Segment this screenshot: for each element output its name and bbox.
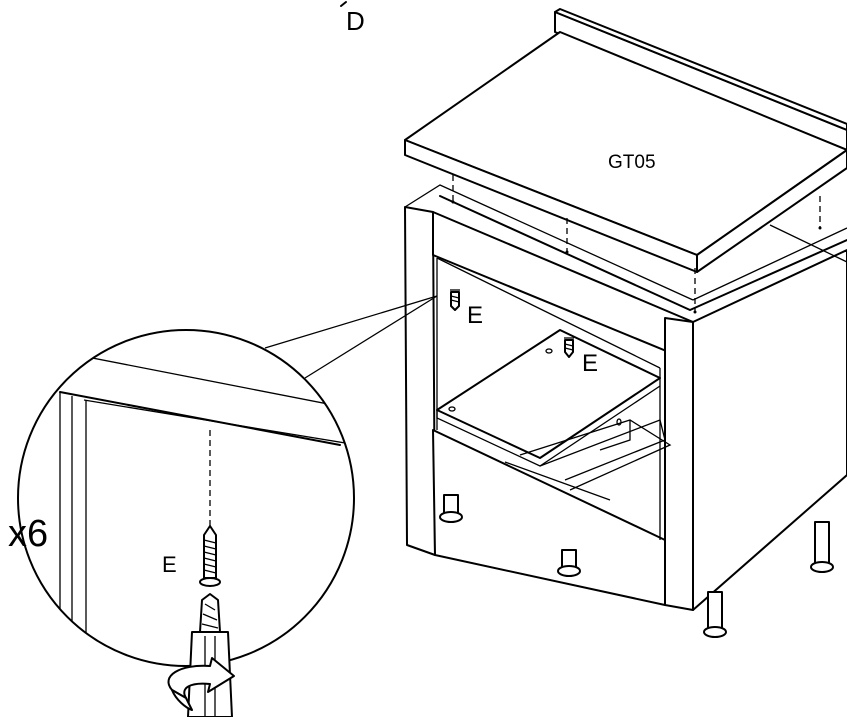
cabinet-body (404, 184, 847, 611)
screw-icon (450, 289, 460, 311)
cabinet-legs (439, 494, 834, 638)
part-d-label: D (346, 6, 365, 36)
right-front-panel (664, 317, 694, 611)
rotate-arrow-icon (167, 657, 235, 711)
detail-circle: E (17, 329, 355, 667)
leg-front-left (439, 494, 463, 523)
leg-front-right (703, 591, 727, 638)
callout-lines (264, 295, 438, 379)
right-side-panel (692, 249, 847, 611)
screw-icon (199, 525, 221, 587)
part-d-marker: D (340, 1, 365, 36)
alignment-lines (451, 175, 822, 314)
screw-e-label-middle: E (582, 350, 598, 377)
leg-back-right (810, 521, 834, 573)
left-side-panel (404, 206, 436, 556)
screw-upper: E (450, 289, 483, 329)
leg-front-center (557, 549, 581, 577)
screw-e-label-upper: E (467, 302, 483, 329)
worktop-code-label: GT05 (608, 152, 656, 173)
internal-shelf (436, 329, 661, 459)
worktop-top-face (404, 31, 847, 256)
screw-middle: E (564, 337, 598, 377)
quantity-label: x6 (8, 513, 48, 555)
worktop: GT05 (404, 8, 847, 273)
bottom-front-rail (432, 429, 666, 606)
screw-icon (564, 337, 574, 358)
screw-e-label-detail: E (162, 552, 177, 577)
